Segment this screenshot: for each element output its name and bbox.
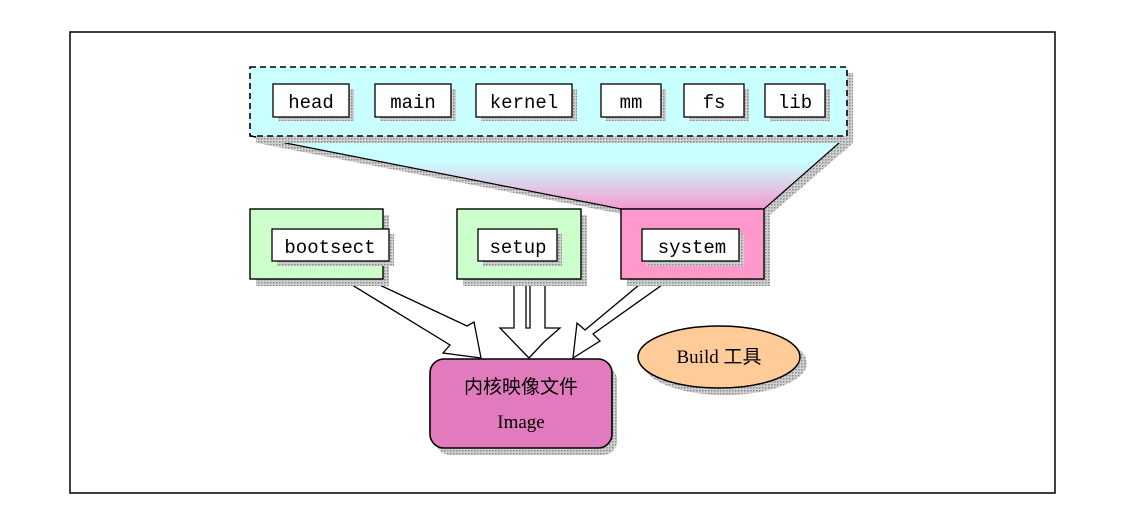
module-label-head: head (288, 92, 334, 114)
module-label-kernel: kernel (490, 92, 558, 114)
bootsect-label: bootsect (284, 237, 375, 259)
bootsect-inner (271, 228, 390, 262)
build-tool-label: Build 工具 (677, 347, 762, 368)
setup-label: setup (489, 237, 546, 259)
module-box-lib (764, 83, 826, 118)
module-box-fs (683, 83, 745, 118)
module-box-kernel (475, 83, 573, 118)
build-arrows (341, 279, 672, 360)
system-inner (641, 228, 740, 262)
module-label-mm: mm (620, 92, 643, 114)
arrow-setup-to-image (498, 279, 562, 359)
setup-inner (477, 228, 558, 262)
module-box-head (272, 83, 350, 118)
module-label-lib: lib (778, 92, 812, 114)
module-box-mm (600, 83, 662, 118)
module-boxes: head main kernel mm fs lib (272, 83, 830, 121)
system-label: system (658, 237, 726, 259)
module-label-main: main (390, 92, 436, 114)
module-box-main (374, 83, 452, 118)
module-label-fs: fs (703, 92, 726, 114)
arrow-bootsect-to-image (341, 279, 482, 359)
outer-frame (69, 31, 1056, 494)
arrow-system-to-image (572, 279, 672, 360)
image-box (429, 358, 613, 449)
build-tool-ellipse (637, 325, 801, 389)
image-subtitle: Image (497, 412, 544, 433)
image-title: 内核映像文件 (464, 376, 578, 398)
